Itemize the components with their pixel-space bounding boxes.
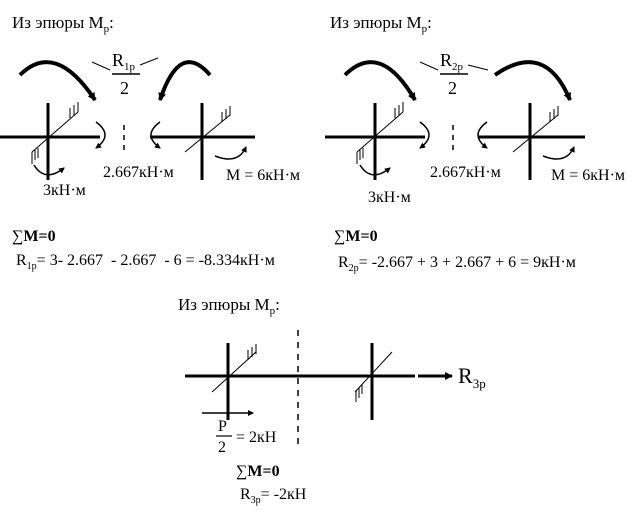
panel-2-reaction-denominator: 2	[448, 78, 457, 98]
panel-1-heading: Из эпюры Mp:	[12, 13, 114, 35]
panel-1-leader-left	[91, 61, 111, 71]
panel-2-left-curved-arrow	[343, 60, 417, 102]
panel-2-sum-label: ∑M=0	[334, 228, 378, 245]
panel-1-right-curved-arrow	[158, 60, 212, 101]
panel-2-right-moment: M = 6кН·м	[551, 167, 625, 184]
panel-2-leader-right	[467, 64, 489, 71]
panel-3-force-value: = 2кН	[236, 429, 277, 446]
panel-2-mid-moment: 2.667кН·м	[430, 164, 501, 181]
panel-2-moment-arrow-d	[542, 146, 575, 160]
panel-2-left-moment: 3кН·м	[368, 189, 411, 206]
panel-3-sum-label: ∑M=0	[236, 463, 280, 480]
panel-1-left-node	[0, 102, 100, 180]
panel-1-left-curved-arrow	[18, 60, 97, 102]
panel-3-equation: R3p= -2кН	[240, 486, 307, 506]
panel-2-heading: Из эпюры Mp:	[330, 13, 432, 35]
panel-3-heading: Из эпюры Mp:	[178, 295, 280, 317]
panel-1-right-moment: M = 6кН·м	[226, 167, 300, 184]
panel-1-right-node	[150, 103, 255, 180]
panel-2: Из эпюры Mp: R2p 2 2.667кН·м 3кН·м M = 6…	[325, 13, 625, 274]
panel-1-leader-right	[139, 57, 159, 66]
panel-2-moment-arrow-c	[359, 164, 391, 176]
panel-3-force-denominator: 2	[218, 439, 226, 456]
panel-3-right-node	[354, 343, 393, 420]
panel-1-moment-arrow-d	[214, 146, 247, 160]
panel-1-left-moment: 3кН·м	[43, 182, 86, 199]
panel-1: Из эпюры Mp: R1p 2 2.667	[0, 13, 300, 272]
panel-2-moment-arrow-a	[419, 121, 430, 149]
panel-1-moment-arrow-b	[150, 121, 161, 149]
panel-3-left-node	[211, 343, 257, 420]
panel-3: Из эпюры Mp: R3p P 2 = 2кН ∑M=0 R3p= -2к…	[178, 295, 486, 506]
panel-1-sum-label: ∑M=0	[12, 228, 56, 245]
panel-2-equation: R2p= -2.667 + 3 + 2.667 + 6 = 9кН·м	[338, 254, 576, 274]
panel-1-moment-arrow-a	[95, 121, 106, 149]
panel-1-reaction-label: R1p	[112, 50, 136, 73]
panel-1-moment-arrow-c	[33, 164, 65, 176]
panel-1-reaction-denominator: 2	[120, 78, 129, 98]
panel-2-moment-arrow-b	[477, 121, 488, 149]
panel-2-left-node	[325, 102, 425, 180]
panel-2-right-curved-arrow	[493, 60, 572, 101]
panel-2-right-node	[478, 103, 585, 180]
panel-3-reaction-label: R3p	[458, 363, 486, 391]
panel-1-mid-moment: 2.667кН·м	[103, 164, 174, 181]
panel-2-leader-left	[419, 61, 439, 71]
panel-2-reaction-label: R2p	[440, 50, 464, 73]
panel-1-equation: R1p= 3- 2.667 - 2.667 - 6 = -8.334кН·м	[16, 252, 275, 272]
panel-3-force-numerator: P	[218, 418, 227, 435]
